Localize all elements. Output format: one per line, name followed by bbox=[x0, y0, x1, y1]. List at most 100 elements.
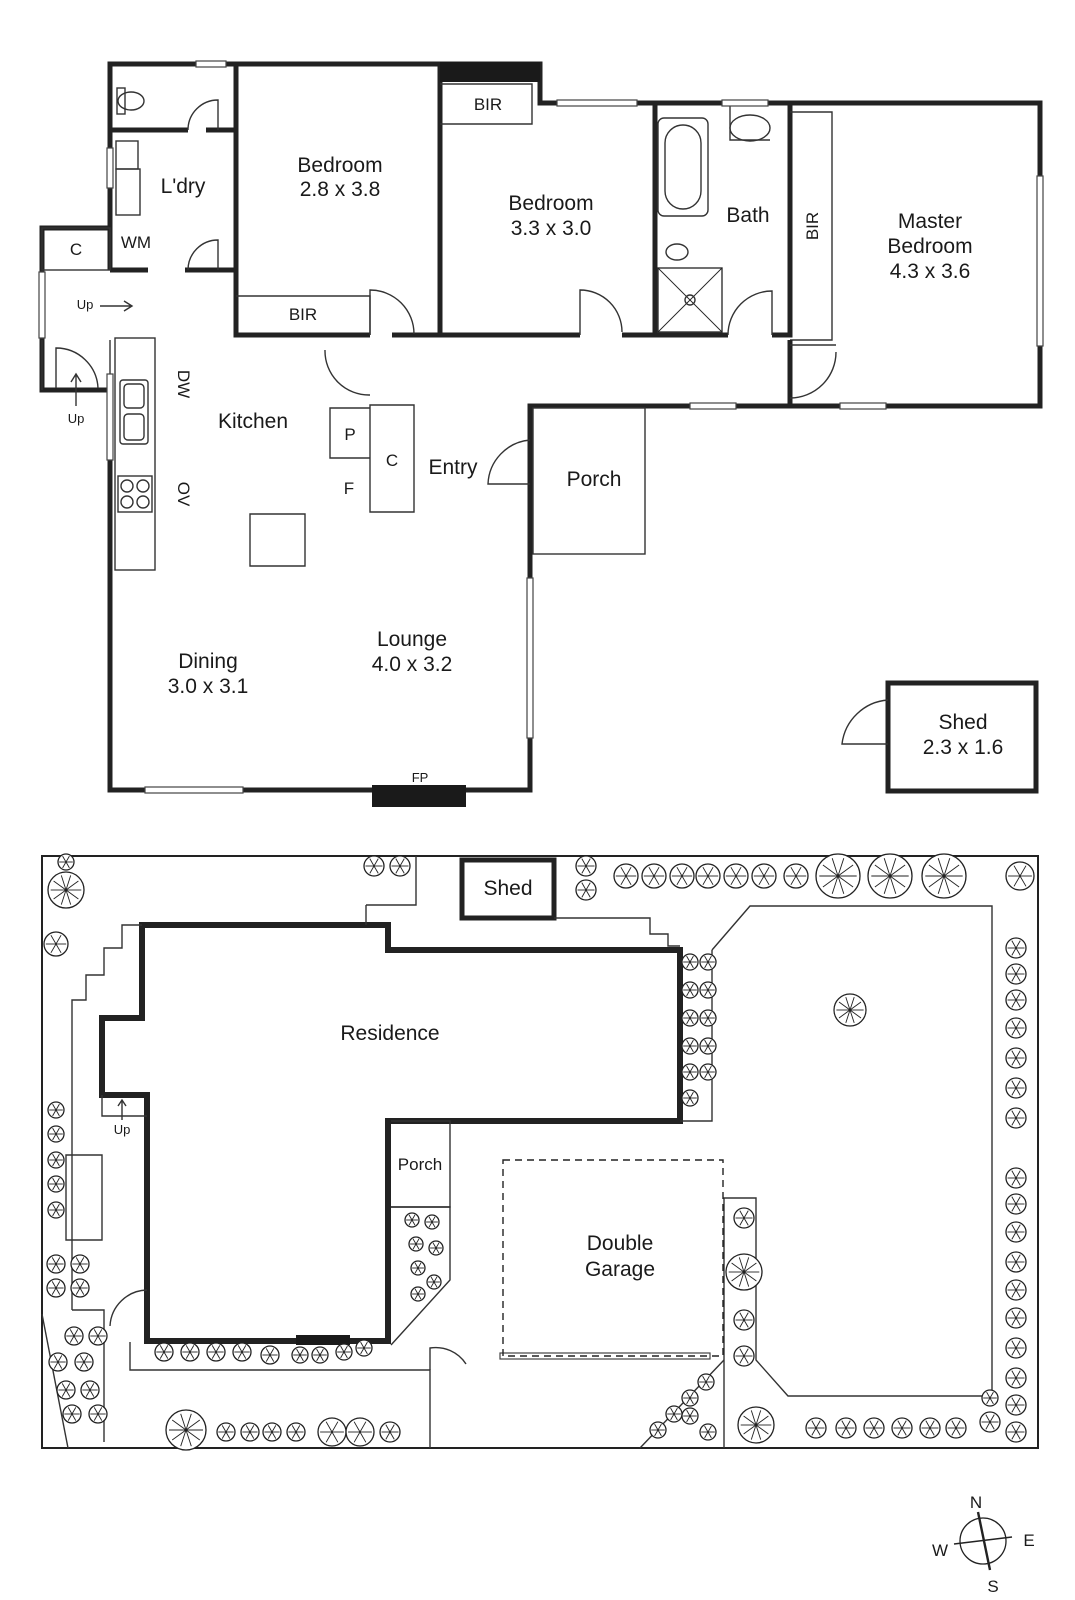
label-pantry: P bbox=[344, 425, 355, 444]
shrub-icon bbox=[751, 863, 777, 889]
shrub-icon bbox=[681, 1389, 699, 1407]
sink-icon bbox=[119, 379, 149, 445]
label-master-size: 4.3 x 3.6 bbox=[890, 260, 971, 283]
shrub-icon bbox=[1005, 1047, 1027, 1069]
label-site-shed: Shed bbox=[483, 877, 532, 900]
shrub-icon bbox=[88, 1326, 108, 1346]
toilet-icon bbox=[117, 91, 145, 111]
site-boundary bbox=[41, 855, 1039, 1449]
shrub-icon bbox=[1005, 1421, 1027, 1443]
shrub-icon bbox=[47, 1101, 65, 1119]
up-arrow-side-icon bbox=[100, 300, 134, 312]
up-arrow-bottom-icon bbox=[70, 372, 82, 406]
label-bedroom3-size: 3.3 x 3.0 bbox=[511, 217, 592, 240]
laundry-trough-icon bbox=[115, 140, 139, 170]
shrub-icon bbox=[260, 1345, 280, 1365]
label-cupboard-c2: C bbox=[386, 451, 398, 470]
shrub-icon bbox=[286, 1422, 306, 1442]
shrub-icon bbox=[725, 1253, 763, 1291]
shrub-icon bbox=[232, 1342, 252, 1362]
label-bir-top: BIR bbox=[474, 95, 502, 114]
porch-area bbox=[532, 407, 646, 555]
shrub-icon bbox=[979, 1411, 1001, 1433]
label-oven: OV bbox=[174, 482, 193, 507]
label-washing-machine: WM bbox=[121, 233, 151, 252]
shrub-icon bbox=[428, 1240, 444, 1256]
kitchen-island bbox=[249, 513, 306, 567]
shrub-icon bbox=[1005, 1193, 1027, 1215]
shrub-icon bbox=[699, 1063, 717, 1081]
compass-north: N bbox=[970, 1493, 982, 1512]
label-fireplace: FP bbox=[412, 770, 429, 785]
shrub-icon bbox=[805, 1417, 827, 1439]
compass-rose: N S E W bbox=[932, 1493, 1035, 1596]
shrub-icon bbox=[410, 1260, 426, 1276]
kitchen-bench bbox=[114, 337, 156, 571]
shrub-icon bbox=[1005, 1367, 1027, 1389]
shrub-icon bbox=[43, 931, 69, 957]
shrub-icon bbox=[46, 1254, 66, 1274]
entry-door bbox=[487, 439, 531, 485]
shrub-icon bbox=[575, 879, 597, 901]
shrub-icon bbox=[681, 981, 699, 999]
label-cupboard-c1: C bbox=[70, 240, 82, 259]
shrub-icon bbox=[379, 1421, 401, 1443]
shrub-icon bbox=[46, 1278, 66, 1298]
shrub-icon bbox=[410, 1286, 426, 1302]
shrub-icon bbox=[863, 1417, 885, 1439]
shrub-icon bbox=[355, 1339, 373, 1357]
cooktop-icon bbox=[117, 475, 153, 513]
compass-west: W bbox=[932, 1541, 948, 1560]
label-site-up: Up bbox=[114, 1122, 131, 1137]
pantry-cluster bbox=[329, 404, 415, 513]
label-garage-2: Garage bbox=[585, 1258, 655, 1281]
shrub-icon bbox=[681, 1089, 699, 1107]
bath-walls bbox=[655, 103, 793, 338]
shrub-icon bbox=[424, 1214, 440, 1230]
bir-master bbox=[790, 111, 833, 341]
residence-outline bbox=[99, 922, 683, 1344]
shrub-icon bbox=[1005, 1167, 1027, 1189]
shrub-icon bbox=[699, 1009, 717, 1027]
shrub-icon bbox=[681, 1009, 699, 1027]
label-kitchen: Kitchen bbox=[218, 410, 288, 433]
shrub-icon bbox=[62, 1404, 82, 1424]
shrub-icon bbox=[47, 1201, 65, 1219]
shrub-icon bbox=[1005, 1394, 1027, 1416]
shrub-icon bbox=[311, 1346, 329, 1364]
bir-top bbox=[440, 83, 533, 125]
shrub-icon bbox=[262, 1422, 282, 1442]
label-laundry: L'dry bbox=[161, 175, 206, 198]
shrub-icon bbox=[733, 1309, 755, 1331]
label-bedroom2-name: Bedroom bbox=[297, 154, 382, 177]
shrub-icon bbox=[180, 1342, 200, 1362]
shrub-icon bbox=[681, 953, 699, 971]
shrub-icon bbox=[669, 863, 695, 889]
shrub-icon bbox=[404, 1212, 420, 1228]
shrub-icon bbox=[695, 863, 721, 889]
bathtub-icon bbox=[657, 117, 709, 217]
label-up-bottom: Up bbox=[68, 411, 85, 426]
label-shed-name: Shed bbox=[938, 711, 987, 734]
label-master-2: Bedroom bbox=[887, 235, 972, 258]
laundry-door bbox=[187, 99, 219, 271]
label-entry: Entry bbox=[428, 456, 478, 479]
shrub-icon bbox=[47, 1125, 65, 1143]
shrub-icon bbox=[867, 853, 913, 899]
shrub-icon bbox=[345, 1417, 375, 1447]
shrub-icon bbox=[733, 1345, 755, 1367]
shrub-icon bbox=[681, 1063, 699, 1081]
site-shed bbox=[459, 857, 557, 921]
shrub-icon bbox=[835, 1417, 857, 1439]
shrub-icon bbox=[833, 993, 867, 1027]
shrub-icon bbox=[426, 1274, 442, 1290]
shrub-icon bbox=[47, 871, 85, 909]
shrub-icon bbox=[921, 853, 967, 899]
shrub-icon bbox=[575, 855, 597, 877]
shrub-icon bbox=[723, 863, 749, 889]
shrub-icon bbox=[665, 1405, 683, 1423]
shrub-icon bbox=[1005, 1221, 1027, 1243]
shrub-icon bbox=[1005, 1251, 1027, 1273]
label-porch: Porch bbox=[567, 468, 622, 491]
